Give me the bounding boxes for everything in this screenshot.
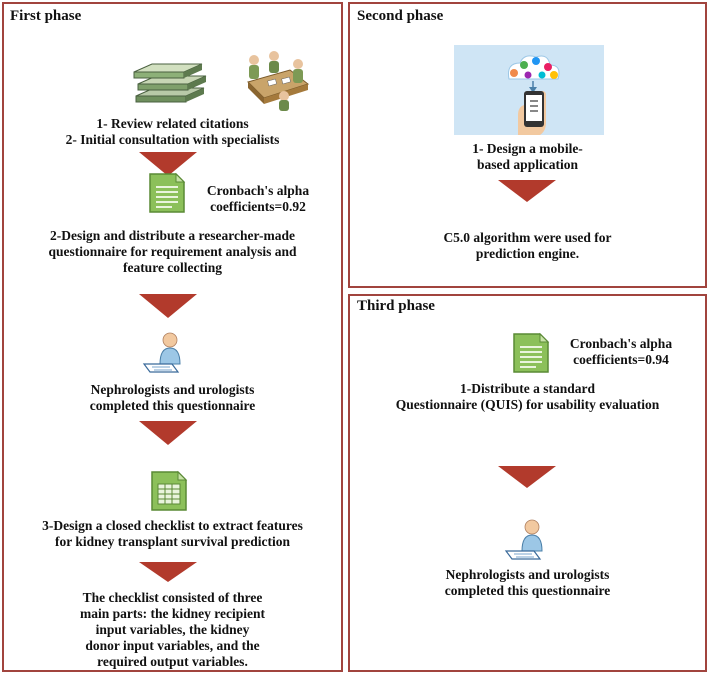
first-completed-line1: Nephrologists and urologists	[90, 382, 255, 397]
arrow-down-icon	[139, 421, 197, 445]
second-engine-line2: prediction engine.	[475, 246, 580, 261]
first-step2-line3: feature collecting	[122, 260, 223, 275]
first-phase-title: First phase	[10, 8, 82, 24]
spreadsheet-icon	[151, 470, 188, 511]
third-phase-title: Third phase	[357, 298, 435, 314]
third-step1-line2: Questionnaire (QUIS) for usability evalu…	[395, 397, 660, 412]
third-alpha-line1: Cronbach's alpha	[569, 336, 673, 351]
document-icon	[149, 172, 186, 213]
first-step1-line1: 1- Review related citations	[96, 116, 249, 131]
first-checklist-line2: main parts: the kidney recipient	[80, 606, 265, 621]
mobile-app-icon	[454, 45, 604, 135]
first-step3-line1: 3-Design a closed checklist to extract f…	[42, 518, 303, 533]
arrow-down-icon	[139, 294, 197, 318]
arrow-down-icon	[498, 180, 556, 202]
first-alpha-line1: Cronbach's alpha	[206, 183, 310, 198]
third-completed-line2: completed this questionnaire	[444, 583, 611, 598]
arrow-down-icon	[139, 152, 197, 176]
second-engine-line1: C5.0 algorithm were used for	[443, 230, 612, 245]
third-completed-line1: Nephrologists and urologists	[445, 567, 610, 582]
meeting-icon	[247, 51, 310, 111]
first-checklist-line5: required output variables.	[97, 654, 248, 669]
first-alpha-line2: coefficients=0.92	[210, 199, 306, 214]
second-step1-line2: based application	[477, 157, 578, 172]
arrow-down-icon	[498, 466, 556, 488]
first-checklist-line4: donor input variables, and the	[85, 638, 260, 653]
document-icon	[513, 332, 550, 373]
third-alpha-line2: coefficients=0.94	[573, 352, 669, 367]
third-step1-line1: 1-Distribute a standard	[459, 381, 595, 396]
second-phase-title: Second phase	[357, 8, 444, 24]
arrow-down-icon	[139, 562, 197, 582]
first-step2-line2: questionnaire for requirement analysis a…	[48, 244, 297, 259]
first-completed-line2: completed this questionnaire	[89, 398, 256, 413]
first-checklist-line1: The checklist consisted of three	[82, 590, 263, 605]
first-step2-line1: 2-Design and distribute a researcher-mad…	[50, 228, 295, 243]
books-icon	[133, 63, 207, 103]
second-step1-line1: 1- Design a mobile-	[472, 141, 583, 156]
person-desk-icon	[504, 519, 543, 560]
first-step1-line2: 2- Initial consultation with specialists	[65, 132, 280, 147]
person-desk-icon	[142, 332, 181, 373]
first-step3-line2: for kidney transplant survival predictio…	[54, 534, 291, 549]
first-checklist-line3: input variables, the kidney	[95, 622, 250, 637]
